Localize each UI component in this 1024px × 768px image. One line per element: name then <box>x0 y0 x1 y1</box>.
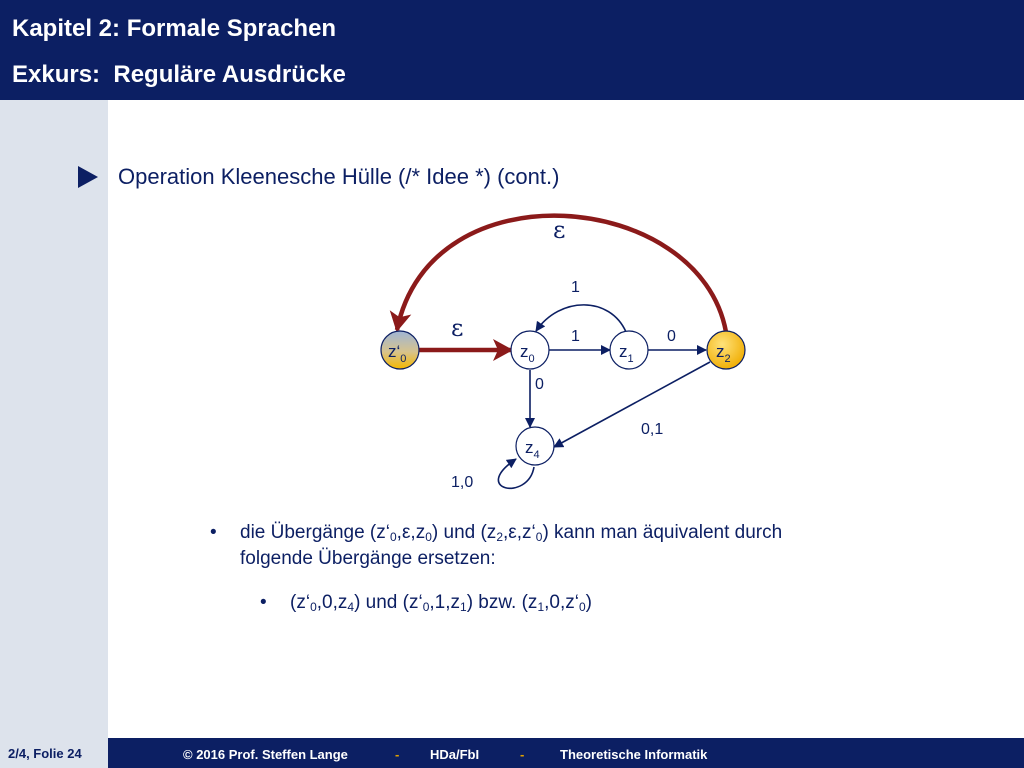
label-z1-z2: 0 <box>667 328 676 345</box>
label-z1-z0: 1 <box>571 279 580 296</box>
state-z0: z0 <box>510 330 550 370</box>
footer-separator: - <box>395 747 400 762</box>
svg-text:z1: z1 <box>619 342 634 365</box>
footer-org: HDa/FbI <box>430 747 480 762</box>
header-bar: Kapitel 2: Formale Sprachen Exkurs: Regu… <box>0 0 1024 100</box>
slide-heading: Operation Kleenesche Hülle (/* Idee *) (… <box>118 164 560 189</box>
bullet-1-line2: folgende Übergänge ersetzen: <box>240 548 496 569</box>
left-sidebar <box>0 100 108 738</box>
triangle-bullet-icon <box>78 166 98 188</box>
svg-text:z0: z0 <box>520 342 535 365</box>
edge-z4-loop <box>497 458 535 489</box>
state-z2: z2 <box>706 330 746 370</box>
state-z1: z1 <box>609 330 649 370</box>
state-zs0: z‘0 <box>380 330 420 370</box>
section-title: Exkurs: Reguläre Ausdrücke <box>12 61 346 88</box>
bullet-2: • (z‘0,0,z4) und (z‘0,1,z1) bzw. (z1,0,z… <box>260 592 592 614</box>
footer-copyright: © 2016 Prof. Steffen Lange <box>183 747 348 762</box>
edge-z1-to-z0 <box>535 304 627 333</box>
bullet-dot: • <box>260 592 267 613</box>
svg-text:z2: z2 <box>716 342 731 365</box>
label-z0-z1: 1 <box>571 328 580 345</box>
edge-z2-to-z4 <box>553 361 711 448</box>
state-z4: z4 <box>515 426 555 466</box>
footer-bar: 2/4, Folie 24 © 2016 Prof. Steffen Lange… <box>0 738 1024 768</box>
bullet-1: • die Übergänge (z‘0,ε,z0) und (z2,ε,z‘0… <box>210 522 783 544</box>
chapter-title: Kapitel 2: Formale Sprachen <box>12 15 337 42</box>
slide-number: 2/4, Folie 24 <box>8 746 82 761</box>
label-eps-top: ε <box>553 216 565 244</box>
label-z4-loop: 1,0 <box>451 474 473 491</box>
epsilon-arc-z2-to-zs0 <box>389 213 729 333</box>
bullet-dot: • <box>210 522 217 543</box>
label-z2-z4: 0,1 <box>641 421 663 438</box>
svg-text:z4: z4 <box>525 438 540 461</box>
label-eps-left: ε <box>451 314 463 342</box>
footer-course: Theoretische Informatik <box>560 747 708 762</box>
label-z0-z4: 0 <box>535 376 544 393</box>
footer-separator: - <box>520 747 525 762</box>
footer-left-panel <box>0 738 108 768</box>
svg-text:z‘0: z‘0 <box>388 342 406 365</box>
